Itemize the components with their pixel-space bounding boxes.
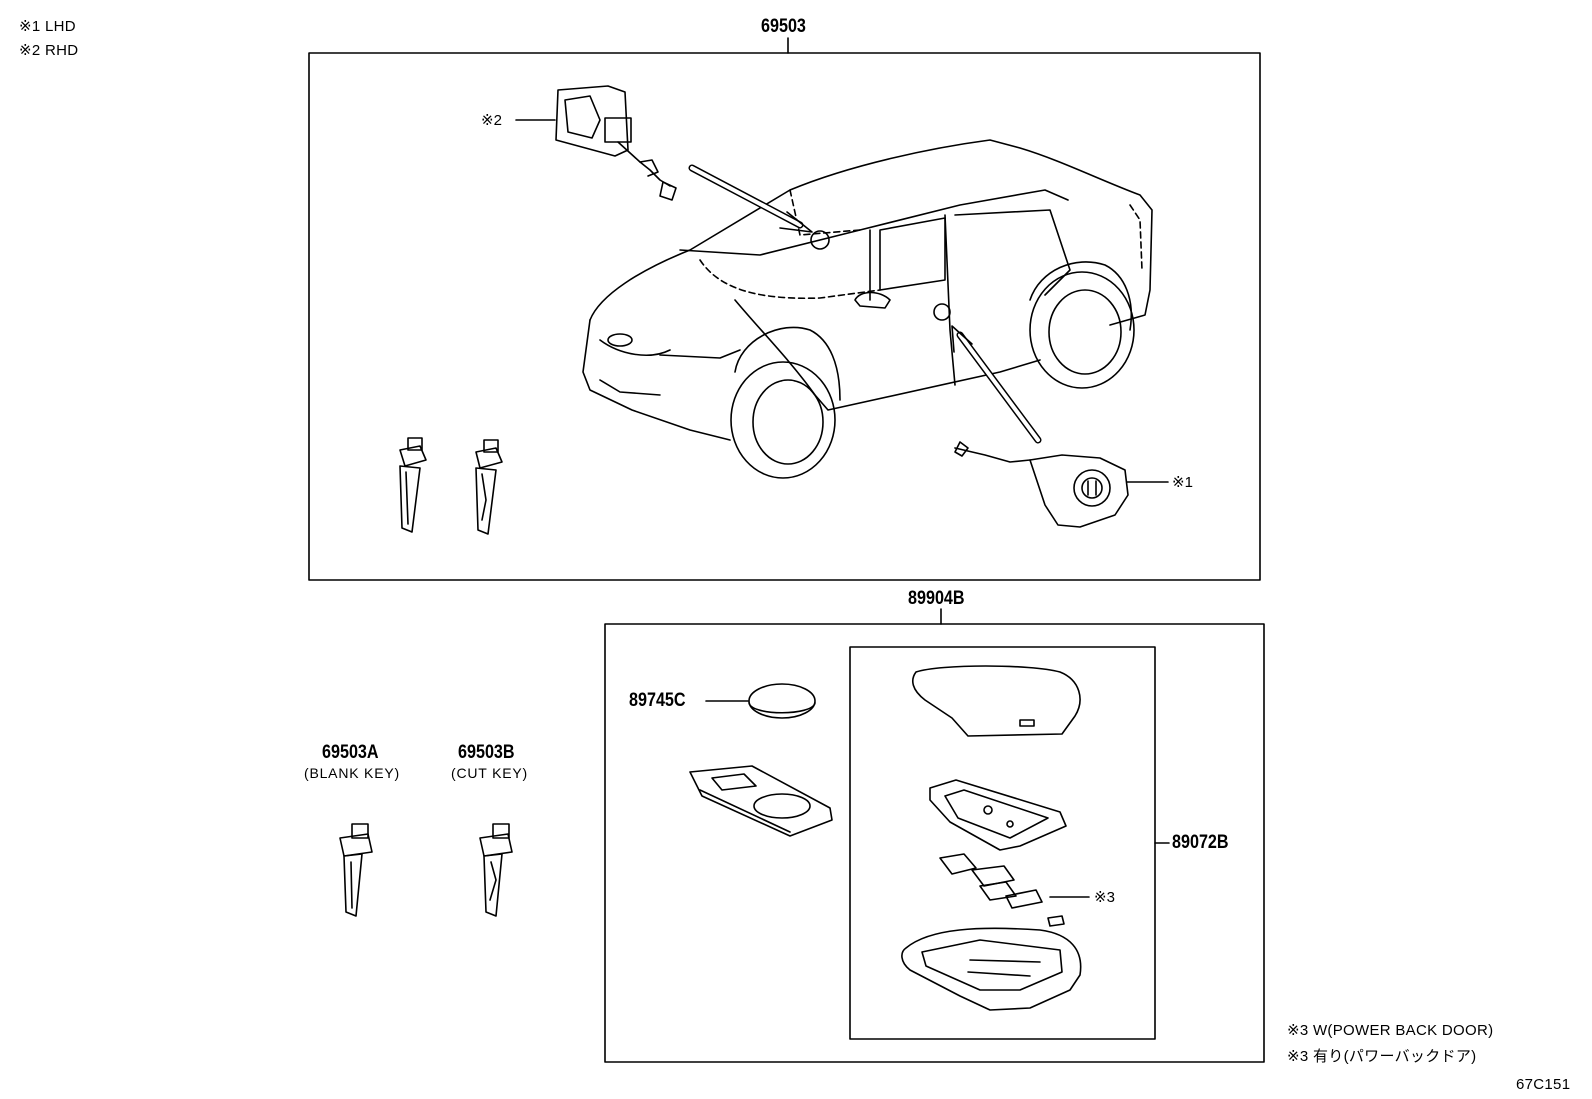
box-key-right <box>475 439 503 535</box>
transmitter-frame <box>604 623 1265 1063</box>
caption-blank-key: (BLANK KEY) <box>304 765 400 781</box>
note-lhd: ※1 LHD <box>19 18 76 35</box>
figure-id: 67C151 <box>1516 1076 1571 1093</box>
transmitter-base-case <box>901 927 1082 1011</box>
box-key-left <box>399 437 427 533</box>
circuit-board-illustration <box>689 765 833 837</box>
battery-illustration <box>748 683 816 719</box>
part-number-89904b[interactable]: 89904B <box>908 588 965 609</box>
part-number-69503a[interactable]: 69503A <box>322 742 379 763</box>
cylinder-set-frame <box>308 52 1261 581</box>
mark-power-back-door: ※3 <box>1094 889 1115 906</box>
note-rhd: ※2 RHD <box>19 42 79 59</box>
mark-lhd: ※1 <box>1172 474 1193 491</box>
mark-rhd: ※2 <box>481 112 502 129</box>
part-number-89072b[interactable]: 89072B <box>1172 832 1229 853</box>
transmitter-cover <box>911 665 1081 737</box>
blank-key-illustration <box>339 823 373 917</box>
part-number-89745c[interactable]: 89745C <box>629 690 686 711</box>
pointer-arrows <box>688 164 1042 444</box>
housing-inner-frame <box>849 646 1156 1040</box>
vehicle-illustration <box>582 139 1153 479</box>
rhd-door-cylinder <box>555 85 677 201</box>
part-number-69503b[interactable]: 69503B <box>458 742 515 763</box>
transmitter-inner-case <box>929 779 1067 851</box>
lhd-door-cylinder <box>954 441 1129 528</box>
part-number-69503[interactable]: 69503 <box>761 16 806 37</box>
note-power-back-door-ja: ※3 有り(パワーバックドア) <box>1287 1048 1477 1065</box>
cut-key-illustration <box>479 823 513 917</box>
button-rubbers <box>939 853 1065 927</box>
note-power-back-door-en: ※3 W(POWER BACK DOOR) <box>1287 1022 1494 1039</box>
caption-cut-key: (CUT KEY) <box>451 765 528 781</box>
